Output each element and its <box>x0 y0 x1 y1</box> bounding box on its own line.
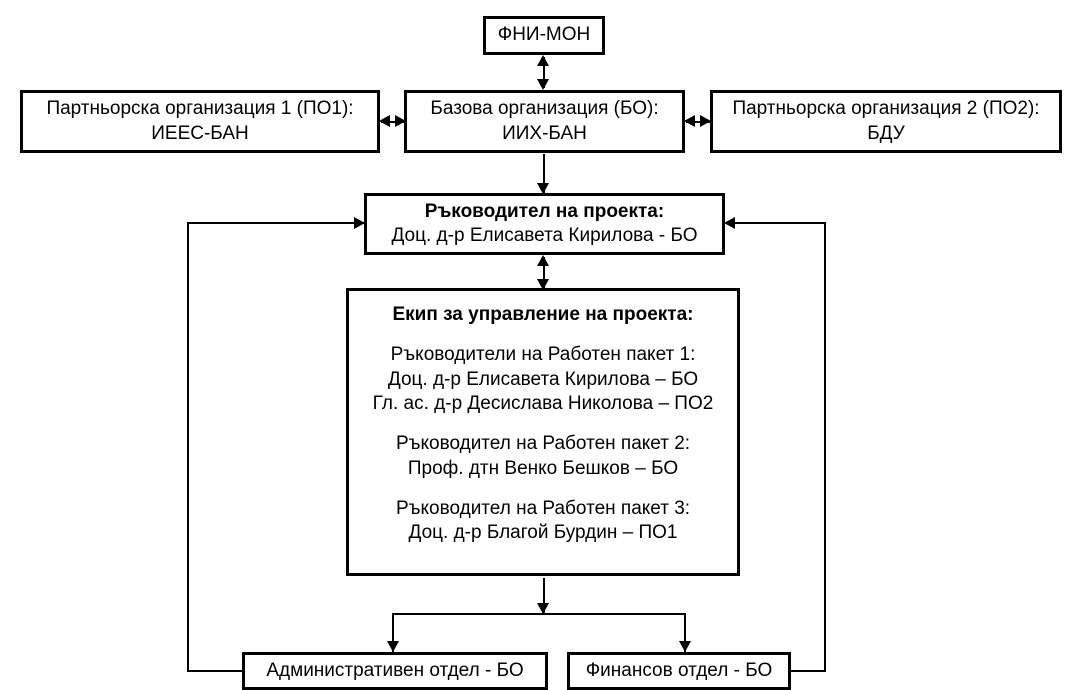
wp1-heading: Ръководители на Работен пакет 1: <box>390 344 696 366</box>
connector-team-split-stem <box>543 578 545 614</box>
connector-admin-feedback-bottom <box>187 670 243 672</box>
arrowhead-right-to-partner2 <box>700 115 711 127</box>
node-partner-organization-1[interactable]: Партньорска организация 1 (ПО1): ИЕЕС-БА… <box>20 90 380 153</box>
connector-split-to-finance <box>684 613 686 653</box>
leader-name: Доц. д-р Елисавета Кирилова - БО <box>391 225 698 246</box>
partner2-label: Партньорска организация 2 (ПО2): <box>732 98 1040 120</box>
connector-finance-feedback-vertical <box>824 222 826 672</box>
wp2-member-1: Проф. дтн Венко Бешков – БО <box>407 457 679 479</box>
finance-label: Финансов отдел - БО <box>585 659 773 681</box>
node-partner-organization-2[interactable]: Партньорска организация 2 (ПО2): БДУ <box>710 90 1062 153</box>
node-administrative-department[interactable]: Административен отдел - БО <box>242 652 548 690</box>
connector-admin-feedback-vertical <box>187 222 189 672</box>
funding-label: ФНИ-МОН <box>497 24 591 46</box>
connector-funding-baseorg <box>543 57 545 88</box>
baseorg-name: ИИХ-БАН <box>502 122 587 144</box>
node-project-management-team[interactable]: Екип за управление на проекта: Ръководит… <box>346 288 740 576</box>
partner2-name: БДУ <box>867 122 905 144</box>
connector-split-to-admin <box>392 613 394 653</box>
team-title: Екип за управление на проекта: <box>392 304 694 325</box>
arrowhead-down-to-finance <box>679 641 691 652</box>
arrowhead-left-to-partner1 <box>379 115 390 127</box>
wp3-member-1: Доц. д-р Благой Бурдин – ПО1 <box>408 522 678 544</box>
arrowhead-left-to-baseorg <box>684 115 695 127</box>
arrowhead-left-to-leader <box>724 217 735 229</box>
connector-finance-feedback-top <box>726 222 826 224</box>
connector-split-bar <box>392 613 685 615</box>
arrowhead-right-to-leader <box>354 217 365 229</box>
arrowhead-up-to-funding <box>537 55 549 66</box>
partner1-name: ИЕЕС-БАН <box>151 122 249 144</box>
partner1-label: Партньорска организация 1 (ПО1): <box>46 98 354 120</box>
connector-admin-feedback-top <box>187 222 365 224</box>
baseorg-label: Базова организация (БО): <box>430 98 659 120</box>
connector-partner1-baseorg <box>381 121 405 123</box>
node-finance-department[interactable]: Финансов отдел - БО <box>567 652 791 690</box>
node-base-organization[interactable]: Базова организация (БО): ИИХ-БАН <box>404 90 685 153</box>
connector-leader-team <box>543 257 545 288</box>
node-funding-body[interactable]: ФНИ-МОН <box>483 16 605 55</box>
leader-title: Ръководител на проекта: <box>424 200 665 222</box>
wp3-heading: Ръководител на Работен пакет 3: <box>395 497 691 519</box>
arrowhead-down-to-leader <box>537 183 549 194</box>
connector-baseorg-leader <box>543 154 545 193</box>
node-project-leader[interactable]: Ръководител на проекта: Доц. д-р Елисаве… <box>364 193 725 255</box>
wp1-member-2: Гл. ас. д-р Десислава Николова – ПО2 <box>372 392 714 414</box>
arrowhead-right-to-baseorg <box>395 115 406 127</box>
arrowhead-down-split-stem <box>537 603 549 614</box>
wp2-heading: Ръководител на Работен пакет 2: <box>395 433 691 455</box>
arrowhead-down-to-baseorg <box>537 79 549 90</box>
connector-finance-feedback-bottom <box>790 670 826 672</box>
wp1-member-1: Доц. д-р Елисавета Кирилова – БО <box>387 368 699 390</box>
arrowhead-up-to-leader <box>537 255 549 266</box>
arrowhead-down-to-admin <box>387 641 399 652</box>
connector-baseorg-partner2 <box>686 121 710 123</box>
admin-label: Административен отдел - БО <box>266 659 524 681</box>
arrowhead-down-to-team <box>537 279 549 290</box>
